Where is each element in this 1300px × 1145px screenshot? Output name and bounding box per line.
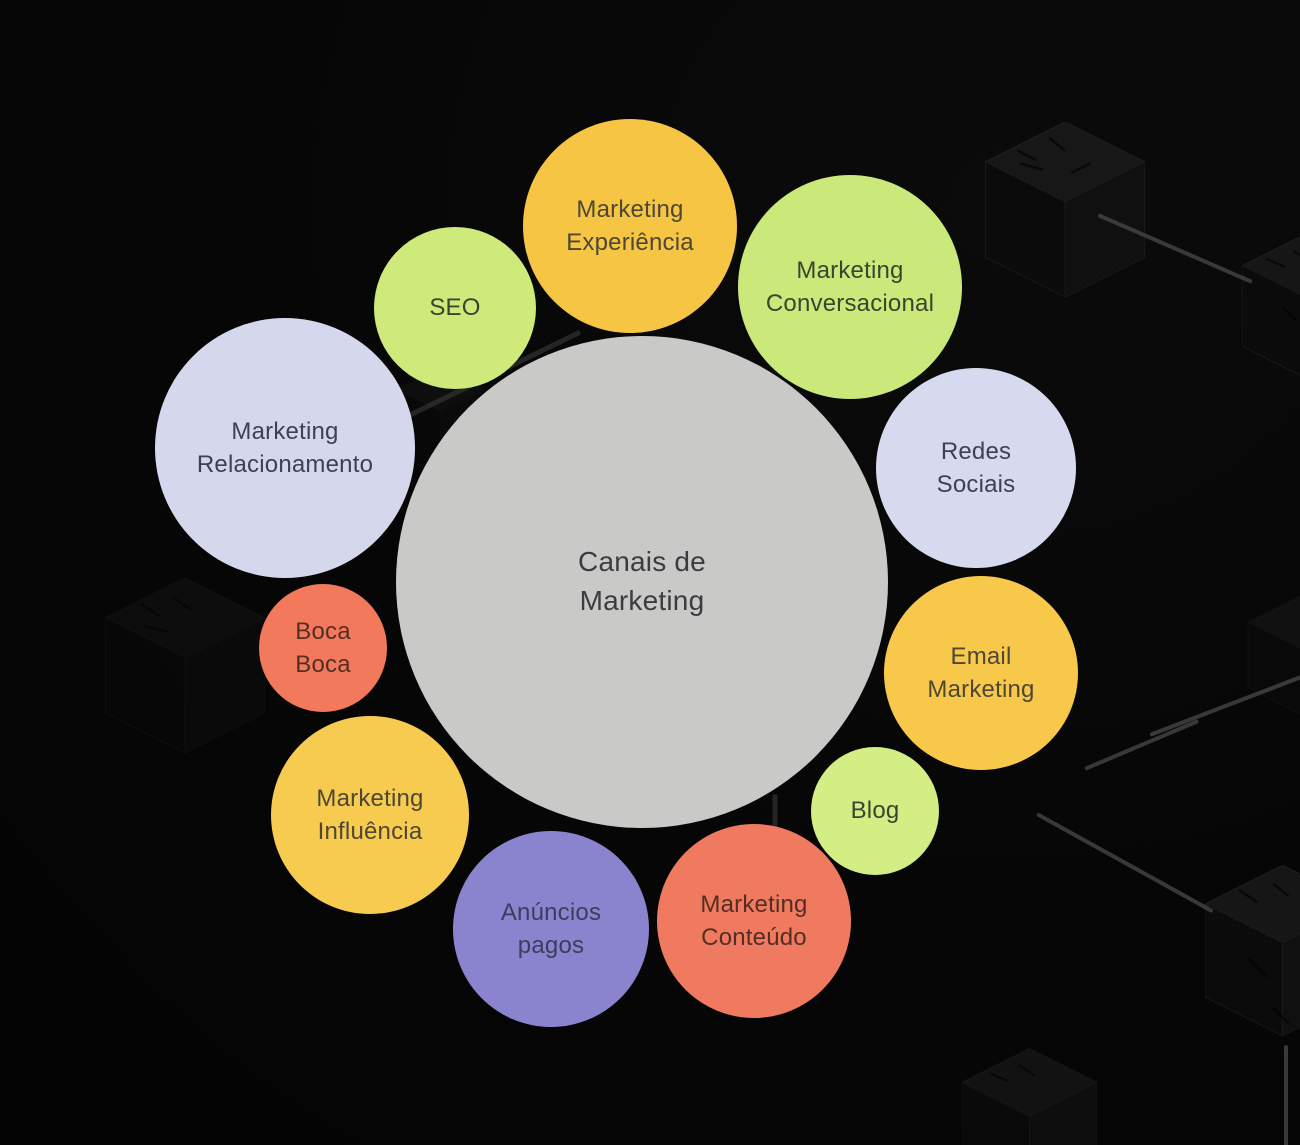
node-anuncios-pagos: Anúncios pagos	[453, 831, 649, 1027]
node-email-marketing: Email Marketing	[884, 576, 1078, 770]
node-label: Canais de Marketing	[578, 546, 706, 616]
node-canais-de-marketing: Canais de Marketing	[396, 336, 888, 828]
node-marketing-conteudo: Marketing Conteúdo	[657, 824, 851, 1018]
background-cube	[1205, 864, 1300, 1037]
node-label: Marketing Relacionamento	[196, 417, 374, 478]
node-label: Blog	[850, 797, 900, 825]
node-label: Marketing Influência	[316, 784, 424, 845]
background-cube	[1242, 236, 1300, 376]
node-label: Marketing Conteúdo	[700, 890, 808, 951]
network-line	[1284, 1045, 1288, 1145]
node-marketing-relacionamento: Marketing Relacionamento	[155, 318, 415, 578]
network-line	[1036, 812, 1214, 914]
node-blog: Blog	[811, 747, 939, 875]
node-label: Marketing Experiência	[566, 195, 694, 256]
node-label: Boca Boca	[295, 617, 351, 678]
node-label: Redes Sociais	[936, 437, 1016, 498]
node-marketing-influencia: Marketing Influência	[271, 716, 469, 914]
node-marketing-experiencia: Marketing Experiência	[523, 119, 737, 333]
node-label: Email Marketing	[927, 642, 1035, 703]
node-seo: SEO	[374, 227, 536, 389]
network-line	[1084, 719, 1200, 771]
background-cube	[985, 122, 1145, 297]
node-label: SEO	[429, 294, 481, 322]
background-cube	[104, 578, 266, 753]
node-label: Anúncios pagos	[500, 898, 602, 959]
node-label: Marketing Conversacional	[765, 256, 935, 317]
node-redes-sociais: Redes Sociais	[876, 368, 1076, 568]
node-marketing-conversacional: Marketing Conversacional	[738, 175, 962, 399]
node-boca-boca: Boca Boca	[259, 584, 387, 712]
background-cube	[962, 1048, 1097, 1145]
